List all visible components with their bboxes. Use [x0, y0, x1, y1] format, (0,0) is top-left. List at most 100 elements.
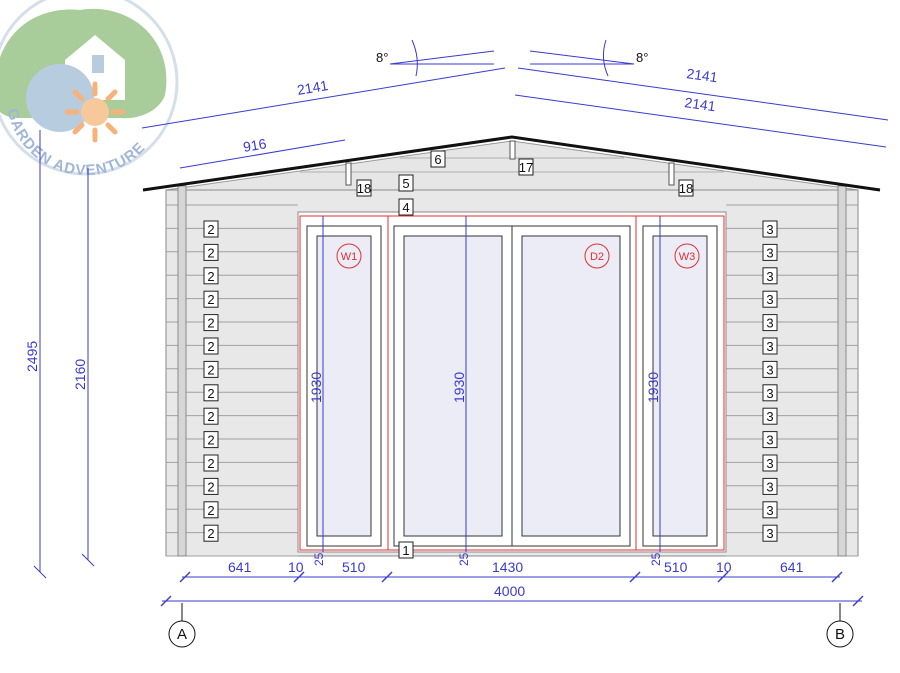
- left-log-part-tag-box: [203, 314, 219, 332]
- left-log-part-tag: 2: [207, 526, 214, 541]
- right-log-part-tag-box: [762, 501, 778, 519]
- part-5-tag: 5: [402, 176, 409, 191]
- left-log-part-tag-box: [203, 337, 219, 355]
- roof-right-lower-dimension-label: 2141: [684, 94, 717, 114]
- left-log-part-tag: 2: [207, 479, 214, 494]
- gap-mid-label: 25: [457, 552, 471, 566]
- part-18-left-tag: 18: [357, 181, 371, 196]
- sun-icon: [64, 81, 126, 143]
- left-log-part-tag: 2: [207, 433, 214, 448]
- part-1-tag: 1: [402, 543, 409, 558]
- left-log-part-tag: 2: [207, 386, 214, 401]
- roof-right-top-dimension-label: 2141: [686, 65, 719, 85]
- part-1-tag-box: [398, 541, 414, 559]
- dim-4000-overall: 4000: [494, 583, 525, 599]
- dim-641-left: 641: [228, 559, 252, 575]
- right-log-part-tag-box: [762, 454, 778, 472]
- left-log-part-tag-box: [203, 267, 219, 285]
- left-log-part-tag: 2: [207, 222, 214, 237]
- left-log-part-tag-box: [203, 243, 219, 261]
- window-w3: [642, 225, 718, 547]
- part-4-tag: 4: [402, 200, 409, 215]
- right-log-part-tag: 3: [766, 339, 773, 354]
- dim-1430: 1430: [492, 559, 523, 575]
- dim-510-left: 510: [342, 559, 366, 575]
- right-log-part-tag: 3: [766, 316, 773, 331]
- opening-d2-height-label: 1930: [451, 372, 467, 403]
- left-log-part-tag-box: [203, 407, 219, 425]
- roof-left-dimension: 2141: [141, 67, 506, 129]
- left-log-part-tag-box: [203, 477, 219, 495]
- left-log-part-tag: 2: [207, 316, 214, 331]
- grid-marker-b: B: [826, 603, 854, 648]
- opening-w3-height-label: 1930: [645, 372, 661, 403]
- left-log-part-tag: 2: [207, 292, 214, 307]
- part-17-tag-box: [518, 158, 534, 176]
- dim-10-left: 10: [288, 559, 304, 575]
- right-log-part-tag-box: [762, 267, 778, 285]
- right-log-part-tag-box: [762, 431, 778, 449]
- right-log-part-tag: 3: [766, 409, 773, 424]
- left-log-part-tag-box: [203, 220, 219, 238]
- part-6-tag: 6: [434, 152, 441, 167]
- part-17-tag: 17: [519, 160, 533, 175]
- window-w1: [306, 225, 382, 547]
- height-wall-label: 2160: [72, 359, 88, 390]
- right-log-part-tag-box: [762, 360, 778, 378]
- part-6-tag-box: [430, 150, 446, 168]
- left-log-part-tag: 2: [207, 339, 214, 354]
- left-log-part-tag: 2: [207, 362, 214, 377]
- part-18-left-tag-box: [356, 179, 372, 197]
- right-log-part-tag: 3: [766, 433, 773, 448]
- right-log-part-tag-box: [762, 220, 778, 238]
- height-total-dimension: 2495: [24, 130, 47, 579]
- roof-angle-left-label: 8°: [376, 50, 388, 65]
- window-w1-tag: W1: [341, 251, 358, 263]
- left-log-part-tag: 2: [207, 269, 214, 284]
- right-log-part-tag: 3: [766, 456, 773, 471]
- garden-adventure-logo: GARDEN ADVENTURE: [0, 0, 179, 179]
- right-log-part-tag: 3: [766, 269, 773, 284]
- part-4-tag-box: [398, 198, 414, 216]
- roof-angle-right: 8°: [529, 39, 648, 77]
- right-log-part-tag-box: [762, 337, 778, 355]
- roof-right-lower-dimension: 2141: [514, 94, 887, 148]
- left-log-part-tag: 2: [207, 409, 214, 424]
- right-log-part-tag: 3: [766, 479, 773, 494]
- left-log-part-tag: 2: [207, 503, 214, 518]
- right-log-part-tag-box: [762, 384, 778, 402]
- left-log-part-tag: 2: [207, 456, 214, 471]
- dim-10-right: 10: [716, 559, 732, 575]
- openings: W1 D2 W3 1930 1930 1930 25 25 25: [297, 211, 727, 566]
- height-wall-dimension: 2160: [72, 168, 95, 567]
- gap-right-label: 25: [649, 552, 663, 566]
- door-d2-tag: D2: [590, 251, 604, 263]
- gap-left-label: 25: [312, 552, 326, 566]
- left-log-part-tag: 2: [207, 245, 214, 260]
- right-log-part-tag-box: [762, 407, 778, 425]
- right-log-part-tag: 3: [766, 386, 773, 401]
- right-log-part-tag: 3: [766, 362, 773, 377]
- opening-w1-height-label: 1930: [308, 372, 324, 403]
- right-log-part-tag: 3: [766, 526, 773, 541]
- right-log-part-tag: 3: [766, 222, 773, 237]
- part-5-tag-box: [398, 174, 414, 192]
- part-18-right-tag-box: [678, 179, 694, 197]
- window-w3-tag: W3: [679, 251, 696, 263]
- right-log-part-tag-box: [762, 290, 778, 308]
- roof-right-top-dimension: 2141: [517, 65, 889, 121]
- right-log-part-tag-box: [762, 314, 778, 332]
- grid-marker-b-label: B: [835, 626, 845, 643]
- right-log-part-tag-box: [762, 243, 778, 261]
- left-log-part-tag-box: [203, 360, 219, 378]
- left-log-part-tag-box: [203, 524, 219, 542]
- right-log-part-tag-box: [762, 477, 778, 495]
- left-log-part-tag-box: [203, 454, 219, 472]
- eave-left-dimension: 916: [179, 135, 346, 169]
- bottom-dimensions: 641 10 510 1430 510 10 641 4000: [160, 559, 864, 607]
- right-log-part-tag-box: [762, 524, 778, 542]
- right-log-part-tag: 3: [766, 503, 773, 518]
- right-log-part-tag: 3: [766, 245, 773, 260]
